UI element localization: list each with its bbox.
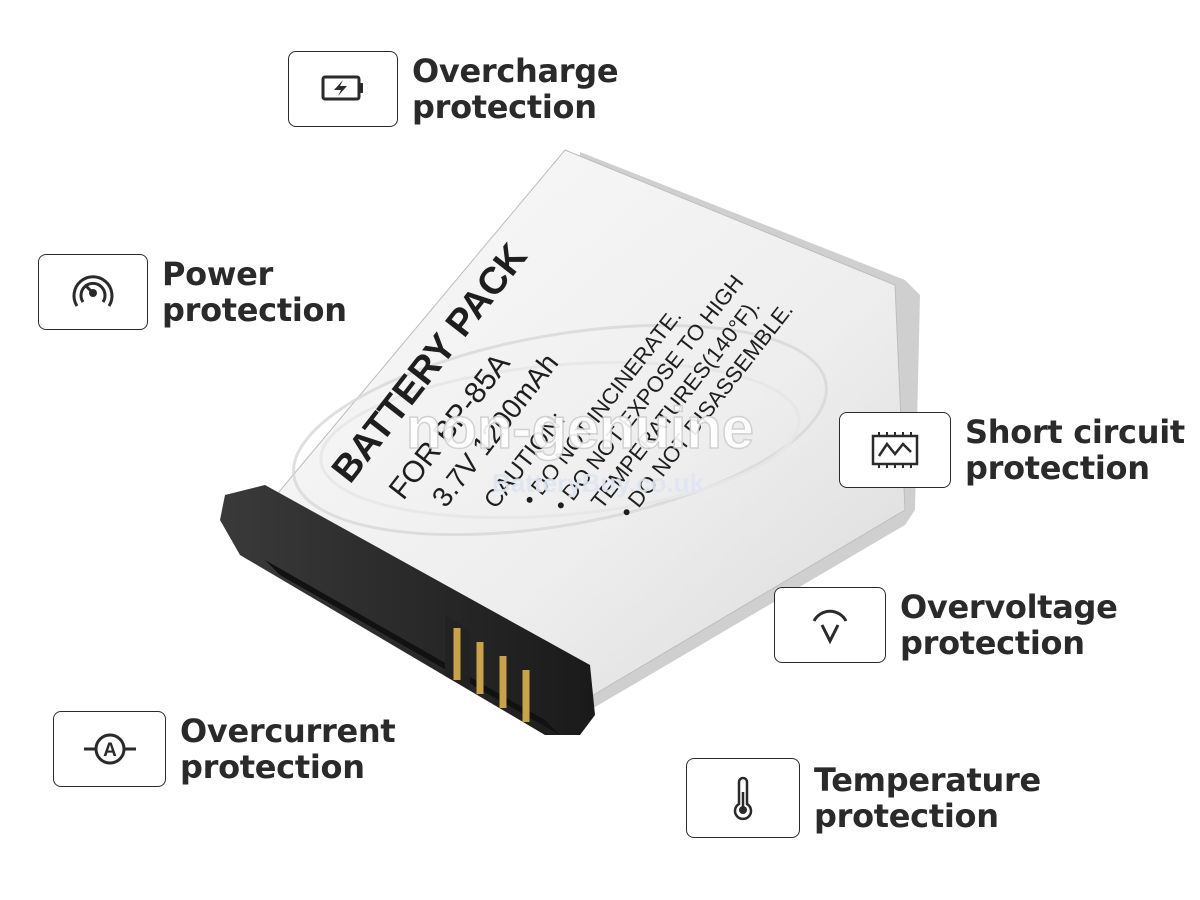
feature-temperature: Temperature protection	[686, 758, 1041, 838]
temperature-label: Temperature protection	[814, 762, 1041, 834]
overvoltage-label: Overvoltage protection	[900, 589, 1118, 661]
feature-overcurrent: A Overcurrent protection	[53, 711, 396, 787]
feature-power: Power protection	[38, 254, 347, 330]
battery-contacts	[445, 615, 530, 722]
feature-short-circuit: Short circuit protection	[839, 412, 1185, 488]
voltage-icon	[812, 609, 848, 645]
watermark-text: non-genuine	[406, 396, 754, 461]
overvoltage-icon-box	[774, 587, 886, 663]
temperature-icon-box	[686, 758, 800, 838]
ammeter-icon: A	[83, 733, 136, 765]
thermometer-icon	[733, 776, 753, 821]
power-label-line1: Power	[162, 255, 273, 293]
overcurrent-label-line1: Overcurrent	[180, 712, 396, 750]
power-label-line2: protection	[162, 291, 347, 329]
circuit-board-icon	[871, 432, 919, 468]
overvoltage-label-line1: Overvoltage	[900, 588, 1118, 626]
power-gauge-icon	[72, 275, 114, 307]
swirl-decoration	[292, 323, 828, 537]
overcurrent-label: Overcurrent protection	[180, 712, 396, 786]
battery-charge-icon	[321, 75, 363, 101]
overvoltage-label-line2: protection	[900, 624, 1085, 662]
feature-overvoltage: Overvoltage protection	[774, 587, 1118, 663]
overcharge-label: Overcharge protection	[412, 52, 619, 126]
feature-overcharge: Overcharge protection	[288, 51, 619, 127]
overcurrent-icon-box: A	[53, 711, 166, 787]
svg-text:A: A	[103, 740, 117, 761]
temperature-label-line2: protection	[814, 797, 999, 835]
short-circuit-label: Short circuit protection	[965, 414, 1185, 486]
short-circuit-icon-box	[839, 412, 951, 488]
power-label: Power protection	[162, 256, 347, 328]
short-circuit-label-line1: Short circuit	[965, 413, 1185, 451]
temperature-label-line1: Temperature	[814, 761, 1041, 799]
overcharge-label-line2: protection	[412, 88, 597, 126]
short-circuit-label-line2: protection	[965, 449, 1150, 487]
overcharge-icon-box	[288, 51, 398, 127]
overcurrent-label-line2: protection	[180, 748, 365, 786]
power-icon-box	[38, 254, 148, 330]
watermark-site: BatteryBuy.co.uk	[492, 468, 704, 498]
overcharge-label-line1: Overcharge	[412, 52, 619, 90]
